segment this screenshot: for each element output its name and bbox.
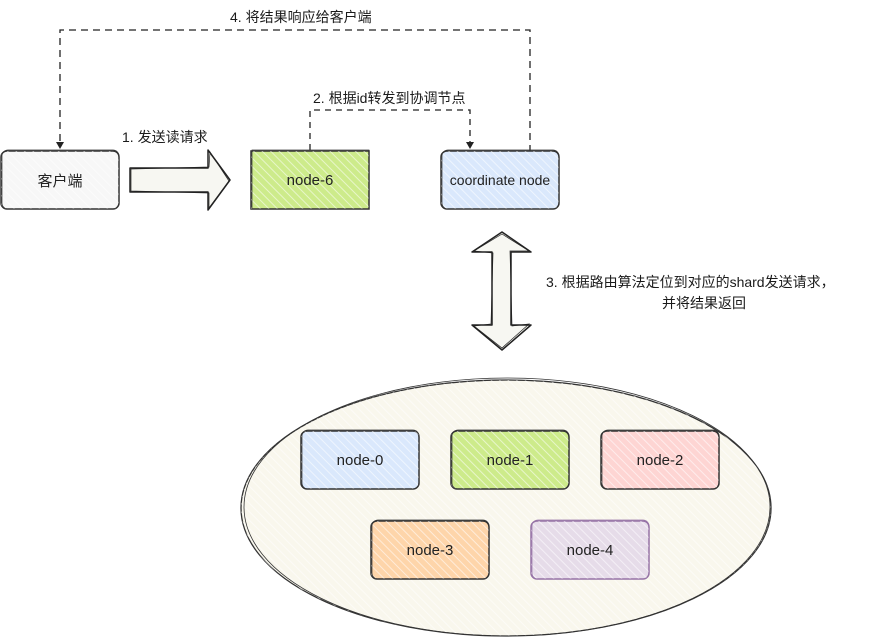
- box-node2: [600, 429, 720, 490]
- cluster-ellipse: [240, 377, 772, 637]
- edge-step3-label-line2: 并将结果返回: [662, 295, 746, 311]
- node-4[interactable]: node-4: [530, 520, 650, 580]
- node-1[interactable]: node-1: [450, 430, 570, 490]
- arrowhead-icon: [466, 142, 474, 149]
- box-node1: [450, 429, 570, 490]
- box-node3: [370, 519, 490, 580]
- edge-step2-forward: [309, 109, 474, 150]
- node-client-label: 客户端: [37, 172, 83, 190]
- node-0-label: node-0: [336, 451, 384, 469]
- edge-step4-response: [56, 29, 531, 152]
- edge-step3-label-line1: 3. 根据路由算法定位到对应的shard发送请求，: [546, 274, 835, 290]
- arrowhead-icon: [56, 142, 64, 149]
- edge-step2-label: 2. 根据id转发到协调节点: [313, 90, 466, 106]
- edge-step1-request: [129, 149, 231, 211]
- node-3[interactable]: node-3: [370, 520, 490, 580]
- node-6-label: node-6: [286, 171, 334, 189]
- node-6[interactable]: node-6: [250, 150, 370, 210]
- edge-step4-label: 4. 将结果响应给客户端: [230, 9, 372, 25]
- box-node0: [300, 429, 420, 490]
- node-client[interactable]: 客户端: [0, 150, 120, 210]
- box-client: [0, 149, 120, 210]
- node-coordinator-label: coordinate node: [449, 172, 551, 188]
- node-3-label: node-3: [406, 541, 454, 559]
- node-0[interactable]: node-0: [300, 430, 420, 490]
- edge-step1-label: 1. 发送读请求: [122, 129, 208, 145]
- node-2[interactable]: node-2: [600, 430, 720, 490]
- box-node4: [530, 519, 650, 580]
- node-4-label: node-4: [566, 541, 614, 559]
- node-2-label: node-2: [636, 451, 684, 469]
- node-coordinator[interactable]: coordinate node: [440, 150, 560, 210]
- node-1-label: node-1: [486, 451, 534, 469]
- box-node6: [250, 149, 370, 210]
- edge-step3-route: [471, 231, 532, 351]
- box-coordinator: [440, 149, 560, 210]
